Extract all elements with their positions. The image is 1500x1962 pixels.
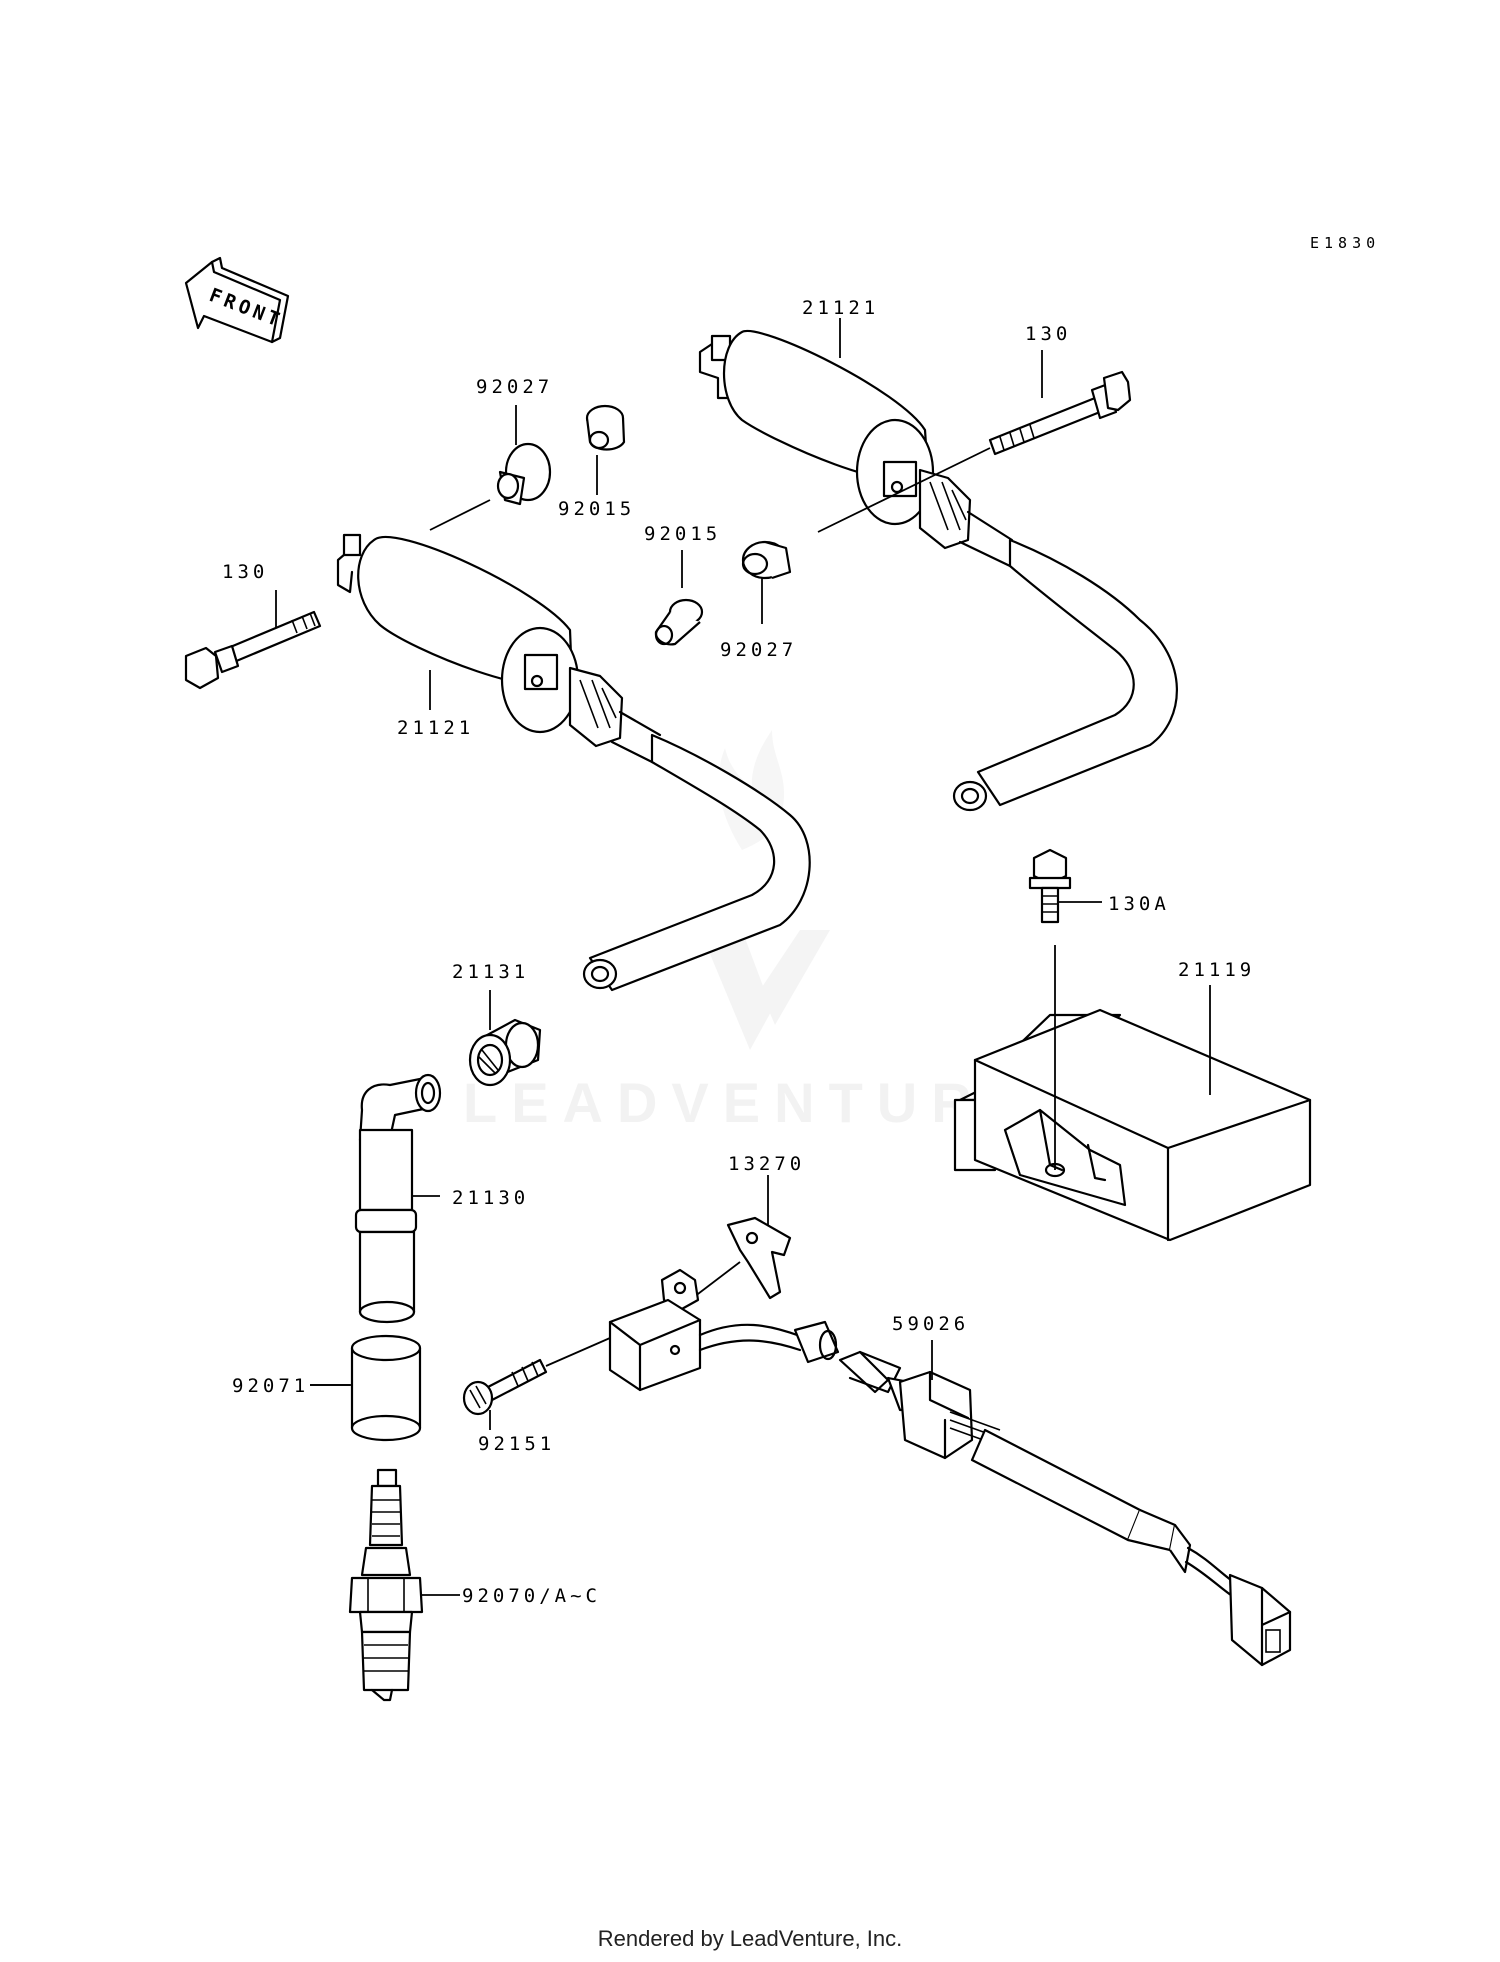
collar-92027-mid (741, 540, 792, 580)
ignition-coil-right (698, 329, 1178, 812)
label-bushing-mid[interactable]: 92015 (644, 523, 721, 545)
ignition-coil-left (336, 533, 811, 992)
label-cap-seal[interactable]: 21131 (452, 961, 529, 983)
label-bolt-left[interactable]: 130 (222, 561, 268, 583)
plug-cap-21130 (354, 1073, 442, 1324)
label-pickup-bolt[interactable]: 92151 (478, 1433, 555, 1455)
label-bolt-igniter[interactable]: 130A (1108, 893, 1170, 915)
collar-92027-top (429, 442, 552, 531)
label-grommet[interactable]: 92071 (232, 1375, 309, 1397)
bolt-130a (1028, 848, 1102, 924)
label-collar-mid[interactable]: 92027 (720, 639, 797, 661)
label-spark-plug[interactable]: 92070/A~C (462, 1585, 601, 1607)
leader-lines (275, 318, 1043, 1430)
label-igniter[interactable]: 21119 (1178, 959, 1255, 981)
label-collar-left-top[interactable]: 92027 (476, 376, 553, 398)
label-plug-cap[interactable]: 21130 (452, 1187, 529, 1209)
diagram-code: E1830 (1310, 234, 1380, 252)
cap-seal-21131 (468, 1018, 542, 1087)
footer-credit: Rendered by LeadVenture, Inc. (597, 1926, 903, 1951)
bushing-92015-top (585, 404, 626, 451)
label-coil-left[interactable]: 21121 (397, 717, 474, 739)
watermark-text: LEADVENTURE (463, 1071, 1037, 1134)
bracket-13270 (689, 1175, 792, 1301)
bushing-92015-mid (654, 598, 704, 646)
igniter-21119 (953, 945, 1312, 1242)
bolt-left (184, 610, 322, 690)
wire-harness (970, 1428, 1292, 1667)
label-bushing-left-top[interactable]: 92015 (558, 498, 635, 520)
pickup-bolt-92151 (462, 1337, 611, 1416)
front-arrow-icon: FRONT (184, 256, 290, 344)
grommet-92071 (310, 1334, 422, 1442)
label-bracket[interactable]: 13270 (728, 1153, 805, 1175)
part-labels: 21121 130 92027 92015 92015 92027 130 21… (222, 297, 1255, 1607)
label-clamp[interactable]: 59026 (892, 1313, 969, 1335)
spark-plug-92070 (348, 1468, 460, 1702)
label-bolt-right[interactable]: 130 (1025, 323, 1071, 345)
bolt-right (817, 370, 1132, 533)
label-coil-right[interactable]: 21121 (802, 297, 879, 319)
